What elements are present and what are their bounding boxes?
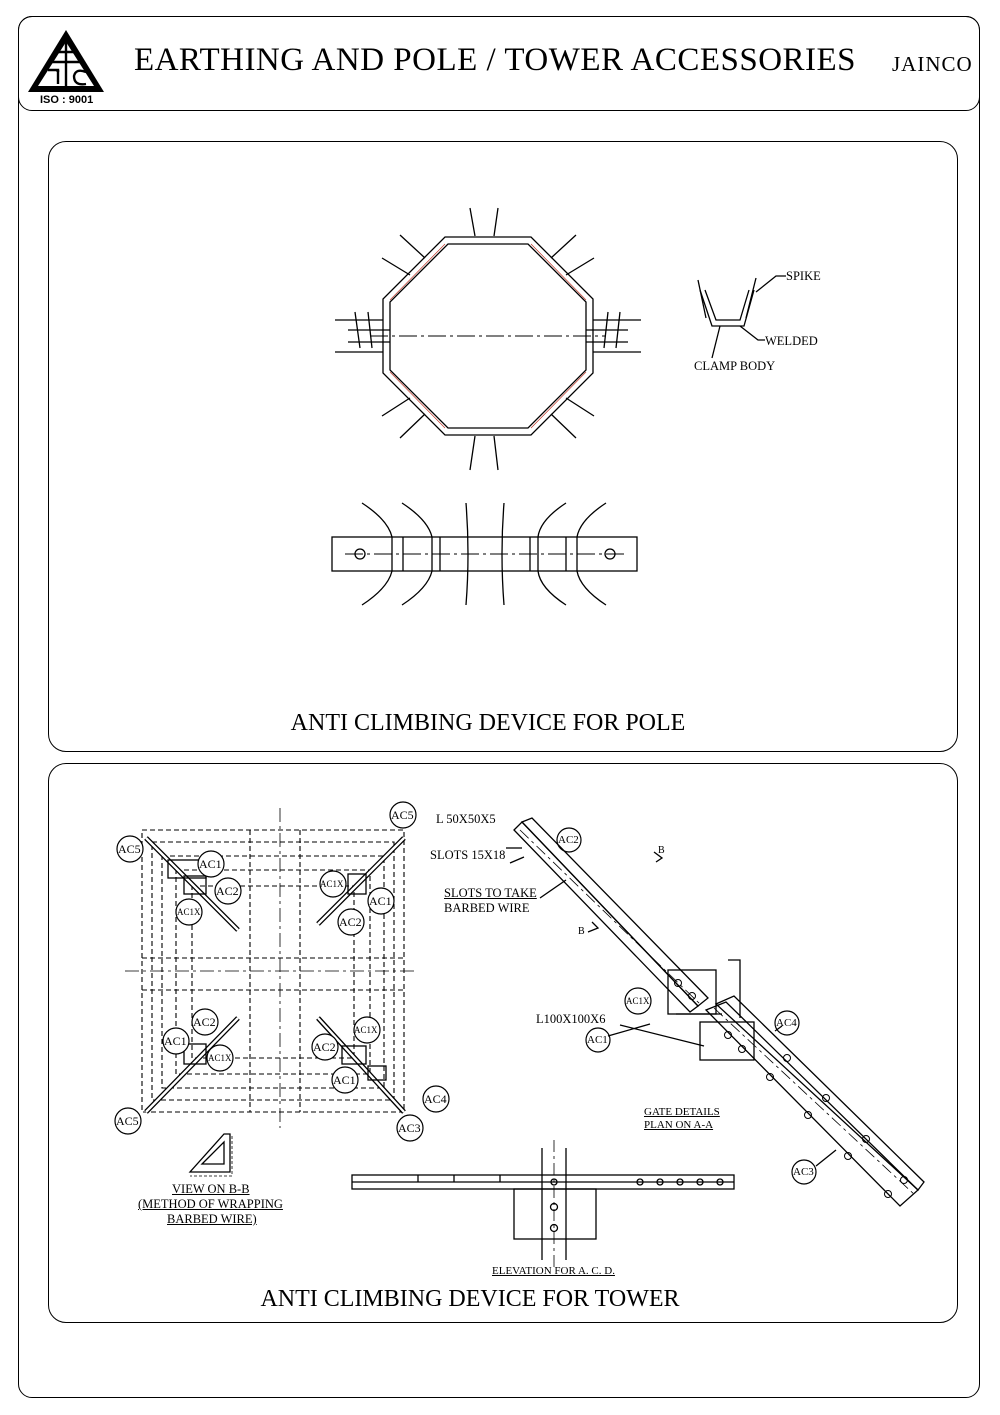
slots-barbed-label-2: BARBED WIRE (444, 901, 530, 915)
slots-barbed-label-1: SLOTS TO TAKE (444, 886, 537, 900)
part-ac2-label: AC2 (339, 915, 362, 929)
part-ac5-label: AC5 (118, 842, 141, 856)
part-ac2-label: AC2 (313, 1040, 336, 1054)
gate-plan-label: PLAN ON A-A (644, 1119, 714, 1131)
spike-label: SPIKE (786, 269, 821, 283)
part-ac4-label: AC4 (424, 1092, 447, 1106)
tower-panel (48, 763, 958, 1323)
logo-text: JTC (56, 71, 60, 73)
part-ac1-label: AC1 (333, 1073, 356, 1087)
welded-label: WELDED (765, 334, 818, 348)
tower-caption: ANTI CLIMBING DEVICE FOR TOWER (260, 1286, 680, 1312)
section-b-label: B (578, 926, 585, 937)
section-b-label: B (658, 845, 665, 856)
part-ac5-label: AC5 (116, 1114, 139, 1128)
view-bb-method-label: (METHOD OF WRAPPING (138, 1197, 283, 1211)
view-bb-label: VIEW ON B-B (172, 1182, 250, 1196)
title-block (18, 16, 980, 111)
pole-caption: ANTI CLIMBING DEVICE FOR POLE (290, 710, 686, 736)
part-ac1-label: AC1 (369, 894, 392, 908)
part-ac1-label: AC1 (199, 857, 222, 871)
part-ac2-label: AC2 (193, 1015, 216, 1029)
part-ac3-label: AC3 (793, 1166, 814, 1178)
part-ac2-label: AC2 (558, 834, 579, 846)
slots-label: SLOTS 15X18 (430, 848, 506, 862)
part-ac1x-label: AC1X (177, 907, 201, 917)
page-title: EARTHING AND POLE / TOWER ACCESSORIES (133, 42, 857, 78)
iso-badge: ISO : 9001 (40, 94, 94, 106)
part-ac1x-label: AC1X (320, 879, 344, 889)
brand-name: JAINCO (892, 52, 973, 76)
part-ac1x-label: AC1X (626, 996, 650, 1006)
part-ac2-label: AC2 (216, 884, 239, 898)
gate-details-label: GATE DETAILS (644, 1106, 720, 1118)
view-bb-wire-label: BARBED WIRE) (167, 1212, 257, 1226)
part-ac1-label: AC1 (587, 1034, 608, 1046)
part-ac5-label: AC5 (391, 808, 414, 822)
clamp-body-label: CLAMP BODY (694, 359, 776, 373)
angle-100-label: L100X100X6 (536, 1012, 606, 1026)
part-ac1x-label: AC1X (208, 1053, 232, 1063)
part-ac1x-label: AC1X (354, 1025, 378, 1035)
part-ac3-label: AC3 (398, 1121, 421, 1135)
pole-panel (48, 141, 958, 752)
part-ac1-label: AC1 (164, 1034, 187, 1048)
part-ac4-label: AC4 (776, 1017, 797, 1029)
elevation-label: ELEVATION FOR A. C. D. (492, 1265, 615, 1277)
angle-50-label: L 50X50X5 (436, 812, 496, 826)
